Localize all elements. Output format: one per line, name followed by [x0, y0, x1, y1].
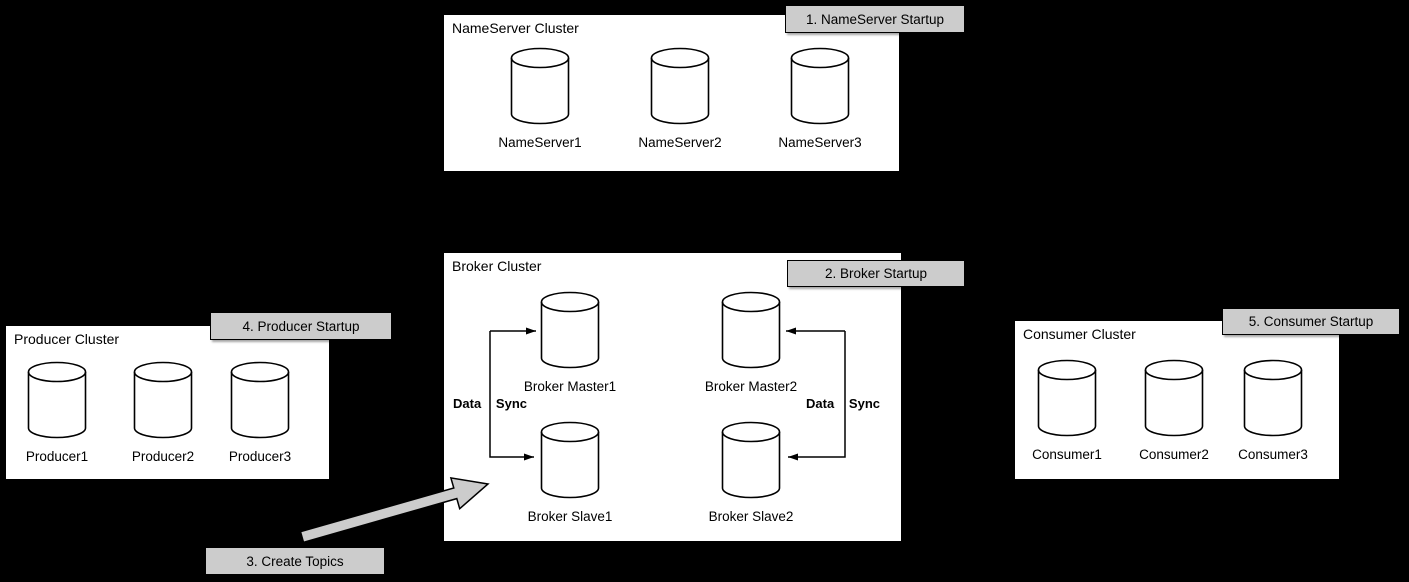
database-cylinder-icon — [721, 421, 781, 499]
database-cylinder-icon — [1144, 359, 1204, 437]
database-cylinder-icon — [1243, 359, 1303, 437]
node-label: Producer3 — [228, 449, 292, 464]
data-sync-label-left: Data Sync — [453, 396, 527, 411]
callout-create-topics: 3. Create Topics — [205, 547, 385, 575]
database-cylinder-icon — [721, 291, 781, 369]
database-cylinder-icon — [1037, 359, 1097, 437]
node-consumer3: Consumer3 — [1238, 359, 1308, 462]
nameserver-cluster-title: NameServer Cluster — [452, 20, 579, 36]
database-cylinder-icon — [650, 47, 710, 125]
callout-nameserver-startup: 1. NameServer Startup — [785, 5, 965, 33]
node-nameserver2: NameServer2 — [638, 47, 722, 150]
node-label: NameServer1 — [498, 135, 582, 150]
node-broker-slave1: Broker Slave1 — [528, 421, 612, 524]
callout-consumer-startup: 5. Consumer Startup — [1222, 308, 1400, 335]
callout-label: 5. Consumer Startup — [1248, 314, 1374, 329]
producer-cluster-title: Producer Cluster — [14, 331, 120, 347]
database-cylinder-icon — [27, 361, 87, 439]
callout-label: 1. NameServer Startup — [805, 11, 945, 27]
broker-cluster-title: Broker Cluster — [452, 258, 542, 274]
database-cylinder-icon — [540, 291, 600, 369]
node-label: Consumer2 — [1139, 447, 1209, 462]
callout-label: 4. Producer Startup — [242, 318, 360, 334]
node-consumer2: Consumer2 — [1139, 359, 1209, 462]
sync-word: Sync — [848, 396, 880, 411]
node-nameserver3: NameServer3 — [778, 47, 862, 150]
node-label: Broker Slave1 — [527, 509, 613, 524]
callout-broker-startup: 2. Broker Startup — [787, 260, 965, 287]
node-label: Consumer3 — [1238, 447, 1308, 462]
node-label: Producer2 — [131, 449, 195, 464]
node-broker-slave2: Broker Slave2 — [709, 421, 793, 524]
node-label: Consumer1 — [1032, 447, 1102, 462]
node-broker-master1: Broker Master1 — [524, 291, 616, 394]
node-label: Broker Master2 — [704, 379, 798, 394]
database-cylinder-icon — [230, 361, 290, 439]
database-cylinder-icon — [790, 47, 850, 125]
node-label: Broker Master1 — [523, 379, 617, 394]
node-label: NameServer2 — [638, 135, 722, 150]
database-cylinder-icon — [510, 47, 570, 125]
database-cylinder-icon — [133, 361, 193, 439]
callout-label: 3. Create Topics — [246, 553, 344, 569]
node-producer2: Producer2 — [132, 361, 194, 464]
callout-producer-startup: 4. Producer Startup — [210, 312, 392, 340]
node-label: Producer1 — [25, 449, 89, 464]
sync-word: Sync — [495, 396, 527, 411]
node-nameserver1: NameServer1 — [498, 47, 582, 150]
data-sync-label-right: Data Sync — [806, 396, 880, 411]
callout-label: 2. Broker Startup — [824, 266, 928, 281]
node-broker-master2: Broker Master2 — [705, 291, 797, 394]
consumer-cluster-title: Consumer Cluster — [1023, 326, 1136, 342]
sync-word: Data — [453, 396, 482, 411]
node-consumer1: Consumer1 — [1032, 359, 1102, 462]
node-producer1: Producer1 — [26, 361, 88, 464]
database-cylinder-icon — [540, 421, 600, 499]
sync-word: Data — [806, 396, 835, 411]
node-producer3: Producer3 — [229, 361, 291, 464]
node-label: NameServer3 — [778, 135, 862, 150]
node-label: Broker Slave2 — [708, 509, 794, 524]
